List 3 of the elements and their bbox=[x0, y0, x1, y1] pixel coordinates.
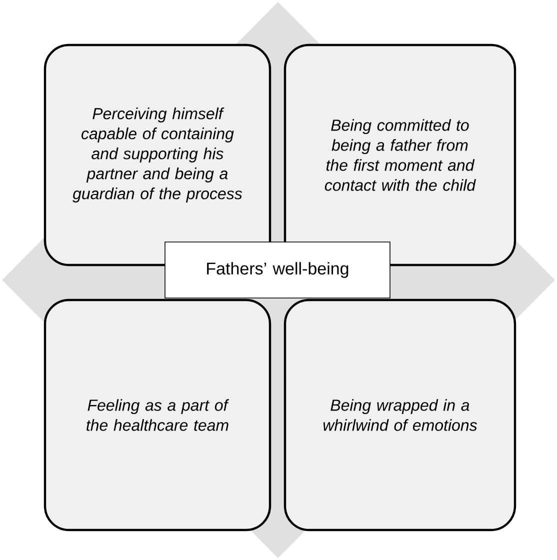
title-box: Fathers’ well-being bbox=[164, 242, 390, 298]
rounded-box: Being wrapped in a whirlwind of emotions bbox=[284, 298, 516, 532]
rounded-box: Feeling as a part of the healthcare team bbox=[44, 298, 272, 532]
